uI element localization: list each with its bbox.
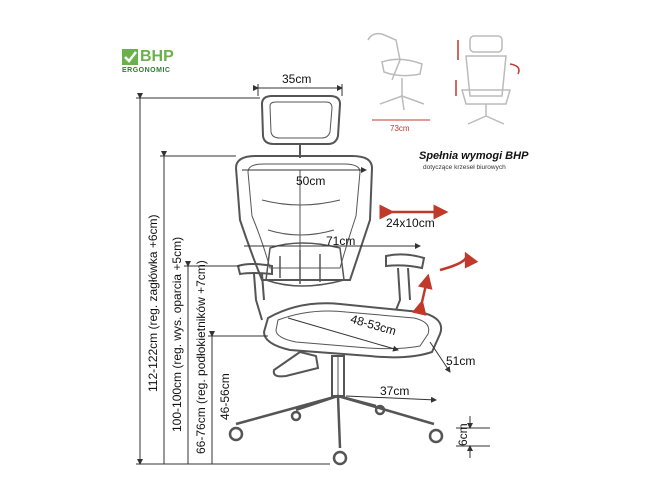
headrest (260, 95, 342, 158)
logo-subtitle: ERGONOMIC (122, 67, 171, 74)
thumbnail-adjust (455, 35, 520, 125)
logo-brand: BHP (140, 48, 174, 65)
requirement-subtitle: dotyczące krzeseł biurowych (423, 164, 506, 171)
requirement-title: Spełnia wymogi BHP (419, 150, 529, 162)
dim-caster-height: 6cm (456, 423, 470, 446)
chair-base (228, 394, 444, 466)
thumbnail-recline (367, 32, 430, 121)
seat (262, 302, 442, 359)
dim-seat-height: 46-56cm (218, 373, 232, 420)
gas-lift (272, 350, 345, 397)
right-armrest (385, 253, 426, 311)
dim-recline-depth: 73cm (390, 124, 410, 133)
dim-headrest-width: 35cm (282, 72, 312, 86)
dim-armrest-pad: 24x10cm (386, 216, 435, 230)
dim-total-height: 112-122cm (reg. zagłówka +6cm) (146, 214, 160, 392)
dim-backrest-width: 50cm (296, 174, 326, 188)
dim-base-radius: 37cm (380, 384, 410, 398)
dim-seat-width: 51cm (446, 354, 476, 368)
dim-backrest-height: 100-100cm (reg. wys. oparcia +5cm) (170, 236, 184, 432)
bhp-logo: BHP ERGONOMIC (120, 48, 190, 80)
left-armrest (236, 263, 273, 321)
logo-check-icon (122, 49, 138, 65)
lumbar-support (265, 242, 345, 287)
dim-armrest-height: 66-76cm (reg. podłokietników +7cm) (194, 260, 208, 454)
backrest (234, 155, 374, 281)
dim-armrest-span: 71cm (326, 234, 356, 248)
